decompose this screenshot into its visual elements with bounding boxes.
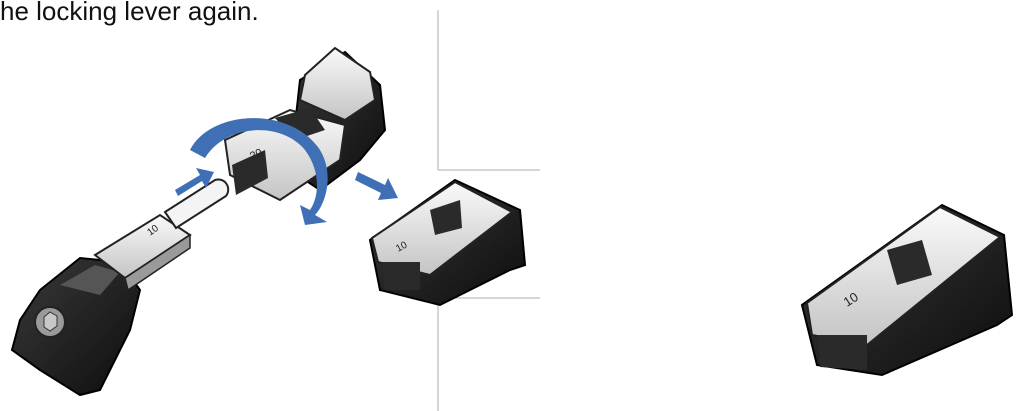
clamp-base [12, 258, 140, 395]
guide-pin [165, 179, 228, 228]
key-exchange-illustration: 10 20 10 [0, 0, 540, 411]
detached-key-illustration: 10 [772, 195, 1022, 395]
small-key: 10 [370, 180, 525, 305]
eject-arrow [355, 172, 398, 200]
